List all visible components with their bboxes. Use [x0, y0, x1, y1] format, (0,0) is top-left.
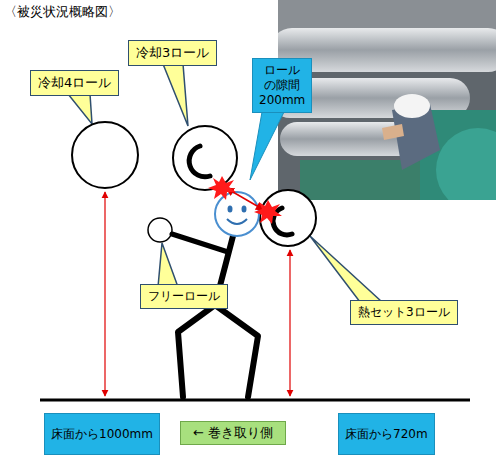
node-text: 床面から1000mm — [51, 427, 153, 442]
height-arrow — [289, 250, 290, 396]
callout-tail — [68, 94, 92, 124]
callout-tail — [310, 236, 382, 302]
node-text: ← 巻き取り側 — [193, 425, 273, 441]
callout-box: 冷却3ロール — [128, 40, 217, 66]
worker-head — [215, 192, 259, 236]
worker-eye — [242, 206, 247, 213]
height-box: 床面から1000mm — [44, 413, 160, 455]
cooling-roll-4 — [72, 122, 138, 188]
worker-leg — [215, 305, 258, 397]
cooling-roll-3 — [173, 126, 237, 190]
node-text: 冷却4ロール — [38, 75, 111, 91]
photo-helmet — [394, 94, 430, 118]
height-arrow — [104, 192, 105, 396]
worker-mouth — [227, 219, 247, 224]
impact-mark — [254, 200, 282, 224]
callout-tail — [158, 243, 178, 287]
node-text: 冷却3ロール — [136, 45, 209, 61]
height-box: 床面から720m — [338, 413, 435, 455]
node-text: フリーロール — [148, 289, 220, 304]
node-text: ロールの隙間 — [262, 63, 302, 93]
photo-machine-roll — [436, 128, 496, 200]
direction-box: ← 巻き取り側 — [180, 421, 286, 445]
free-roll — [148, 218, 172, 242]
worker-eye — [228, 206, 233, 213]
node-text: 熱セット3ロール — [358, 305, 450, 320]
impact-mark — [208, 176, 236, 200]
callout-box: 熱セット3ロール — [350, 300, 458, 325]
worker-arm — [172, 234, 228, 252]
callout-tail — [163, 64, 188, 126]
callout-box: 冷却4ロール — [30, 70, 119, 96]
photo-hand — [382, 124, 404, 140]
callout-tail — [250, 112, 284, 180]
diagram-title: 〈被災状況概略図〉 — [4, 3, 121, 21]
gap-callout: ロールの隙間200mm — [252, 58, 312, 113]
node-text: 200mm — [259, 93, 305, 108]
callout-box: フリーロール — [140, 284, 228, 309]
worker-leg — [178, 305, 215, 397]
rotation-mark — [189, 146, 210, 177]
floor-line — [40, 399, 470, 402]
node-text: 床面から720m — [345, 427, 428, 442]
